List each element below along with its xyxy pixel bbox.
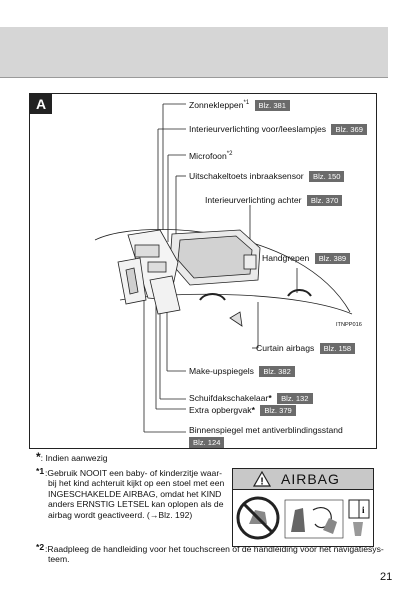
section-tag: A [30,94,52,114]
image-code: ITNPP016 [336,322,362,328]
page-ref-badge[interactable]: Blz. 158 [319,343,356,354]
illustration-frame: A [29,93,377,449]
airbag-header: ! AIRBAG [233,469,373,490]
label-microphone: Microfoon*2 [189,150,233,161]
warning-triangle-icon: ! [253,471,271,487]
airbag-warning-label: ! AIRBAG i [232,468,374,547]
svg-text:!: ! [260,477,263,488]
label-rearview-mirror-ref: Blz. 124 [189,437,225,448]
airbag-pictograms: i [236,496,370,540]
page-ref-badge[interactable]: Blz. 150 [309,171,345,182]
page-ref-badge[interactable]: Blz. 381 [254,99,290,111]
page-header-band [0,27,388,78]
page-ref-badge[interactable]: Blz. 382 [259,366,295,377]
airbag-title: AIRBAG [281,471,340,487]
label-grab-handles: Handgrepen Blz. 389 [262,253,351,264]
airbag-deploy-icon [284,499,344,539]
note-1: *1 :Gebruik NOOIT een baby- of kinderzit… [36,466,225,520]
label-extra-storage: Extra opbergvak* Blz. 379 [189,405,296,416]
page-ref-badge[interactable]: Blz. 124 [189,437,225,448]
page-ref-badge[interactable]: Blz. 379 [260,405,296,416]
label-interior-light-front: Interieurverlichting voor/leeslampjes Bl… [189,124,367,135]
label-sun-visors: Zonnekleppen*1 Blz. 381 [189,98,290,111]
label-vanity-mirrors: Make-upspiegels Blz. 382 [189,366,295,377]
page-ref-badge[interactable]: Blz. 370 [306,195,343,206]
svg-text:i: i [362,505,365,515]
page-ref-badge[interactable]: Blz. 389 [314,253,351,264]
label-sunroof-switch: Schuifdakschakelaar* Blz. 132 [189,393,313,404]
label-intrusion-switch: Uitschakeltoets inbraaksensor Blz. 150 [189,171,345,182]
page-ref-badge[interactable]: Blz. 369 [331,124,367,135]
note-optional: *: Indien aanwezig [36,450,108,464]
page-ref-badge[interactable]: Blz. 132 [277,393,313,404]
label-interior-light-rear: Interieurverlichting achter Blz. 370 [205,195,343,206]
page-number: 21 [380,571,393,583]
manual-book-icon: i [348,499,370,536]
note-2: *2 :Raadpleeg de handleiding voor het to… [36,542,384,565]
no-rear-facing-seat-icon [236,496,280,540]
label-rearview-mirror: Binnenspiegel met antiverblindingsstand [189,425,343,435]
label-curtain-airbags: Curtain airbags Blz. 158 [256,343,356,354]
